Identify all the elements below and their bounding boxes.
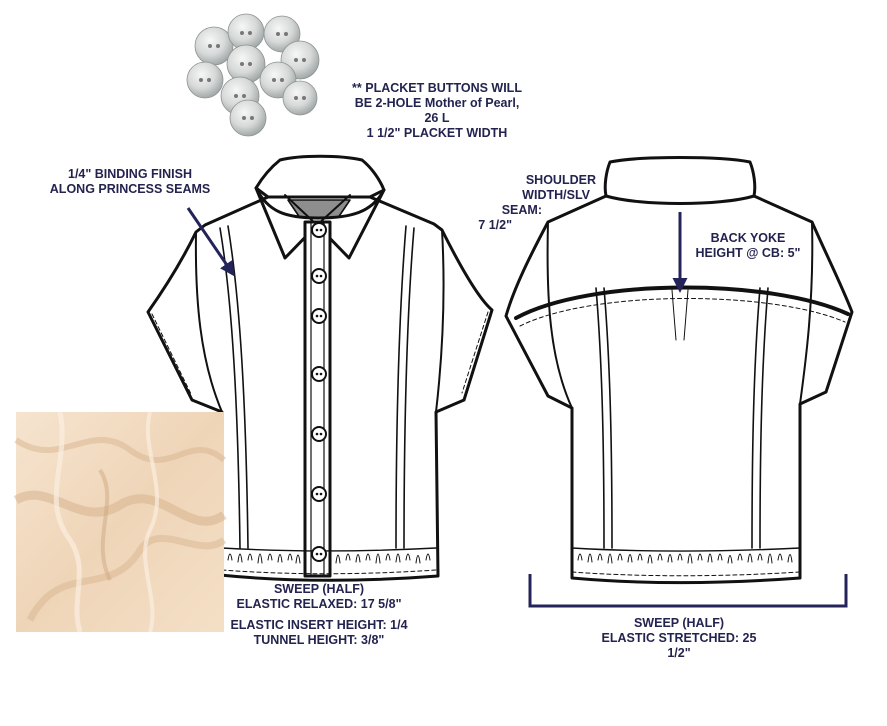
front-sweep-note-line-1: SWEEP (HALF)	[273, 582, 365, 596]
binding-arrow	[186, 207, 235, 277]
placket-note-line-1: ** PLACKET BUTTONS WILL	[352, 81, 522, 95]
placket-note-line-2: BE 2-HOLE Mother of Pearl,	[354, 96, 520, 110]
front-sweep-note-line-2: ELASTIC RELAXED: 17 5/8"	[236, 597, 402, 611]
binding-note: 1/4" BINDING FINISH ALONG PRINCESS SEAMS	[30, 167, 230, 197]
back-sweep-note-line-1: SWEEP (HALF)	[633, 616, 725, 630]
sweep-bracket	[528, 574, 848, 608]
back-sweep-note: SWEEP (HALF) ELASTIC STRETCHED: 25 1/2"	[586, 616, 772, 661]
binding-note-line-1: 1/4" BINDING FINISH	[68, 167, 192, 181]
back-sweep-note-line-3: 1/2"	[667, 646, 691, 660]
front-sweep-note: SWEEP (HALF) ELASTIC RELAXED: 17 5/8" EL…	[226, 582, 412, 648]
pearl-buttons-photo	[186, 13, 320, 137]
front-sweep-note-line-3: ELASTIC INSERT HEIGHT: 1/4	[230, 618, 408, 632]
fabric-swatch	[13, 411, 227, 633]
placket-note-line-4: 1 1/2" PLACKET WIDTH	[366, 126, 508, 140]
shoulder-note-line-1: SHOULDER	[525, 173, 596, 187]
placket-buttons	[311, 222, 327, 562]
back-sweep-note-line-2: ELASTIC STRETCHED: 25	[601, 631, 757, 645]
back-yoke-note: BACK YOKE HEIGHT @ CB: 5"	[676, 231, 820, 261]
placket-note: ** PLACKET BUTTONS WILL BE 2-HOLE Mother…	[332, 81, 542, 141]
binding-note-line-2: ALONG PRINCESS SEAMS	[49, 182, 211, 196]
shoulder-note: SHOULDER WIDTH/SLV SEAM: 7 1/2"	[450, 173, 596, 233]
back-yoke-note-line-2: HEIGHT @ CB: 5"	[695, 246, 801, 260]
placket-note-line-3: 26 L	[424, 111, 450, 125]
front-sweep-note-line-4: TUNNEL HEIGHT: 3/8"	[253, 633, 385, 647]
back-yoke-note-line-1: BACK YOKE	[710, 231, 786, 245]
shoulder-note-line-4: 7 1/2"	[478, 218, 512, 232]
shoulder-note-line-2: WIDTH/SLV	[522, 188, 590, 202]
shoulder-note-line-3: SEAM:	[501, 203, 542, 217]
front-view	[146, 154, 494, 582]
